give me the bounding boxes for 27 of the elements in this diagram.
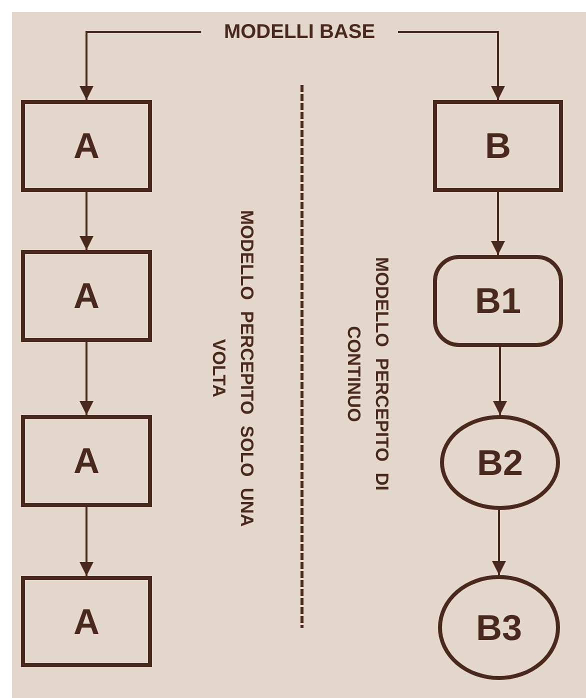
arrow (398, 31, 505, 100)
arrow (80, 342, 94, 415)
vertical-caption: MODELLO PERCEPITO DI CONTINUO (343, 256, 393, 493)
arrow (493, 347, 507, 415)
node-label: A (74, 440, 100, 482)
arrow (80, 507, 94, 576)
process-box (21, 250, 152, 342)
arrow (492, 510, 506, 575)
node-label: B (485, 125, 511, 167)
arrow (80, 31, 201, 100)
process-box (21, 100, 152, 192)
node-label: A (74, 125, 100, 167)
process-box (21, 415, 152, 507)
heading-text: MODELLI BASE (203, 20, 396, 44)
ellipse-node (440, 415, 560, 510)
node-label: A (74, 600, 100, 642)
arrow (491, 192, 505, 255)
node-label: B2 (476, 442, 524, 484)
node-label: A (74, 275, 100, 317)
node-label: B1 (474, 280, 522, 322)
vertical-caption: MODELLO PERCEPITO SOLO UNA VOLTA (208, 208, 258, 528)
process-box (21, 576, 152, 667)
circle-node (438, 575, 560, 680)
rounded-box (433, 255, 563, 347)
process-box (433, 100, 563, 192)
node-label: B3 (476, 606, 522, 648)
arrow (80, 192, 94, 250)
